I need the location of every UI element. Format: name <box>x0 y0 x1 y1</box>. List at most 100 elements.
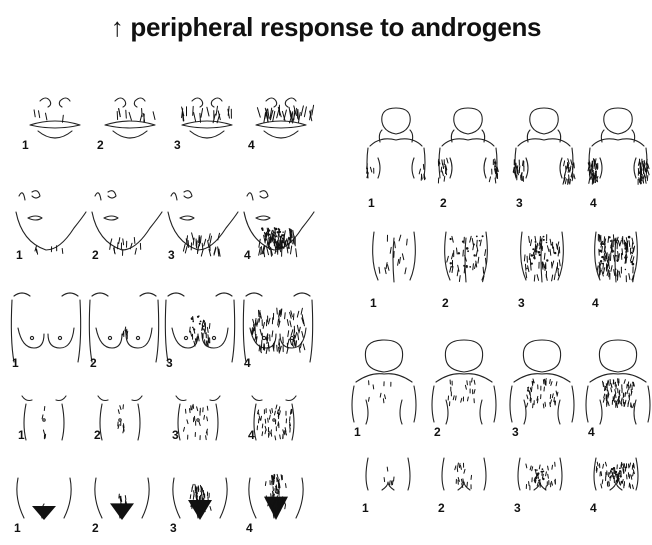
lowerback-grade-2-figure <box>436 456 496 498</box>
chin-grade-label: 4 <box>244 248 251 262</box>
abdomen-hair-illustration <box>16 392 76 444</box>
chest-grade-4-figure <box>242 290 318 364</box>
chest-grade-1-figure <box>10 290 86 364</box>
pubic-grade-1-figure <box>12 468 78 524</box>
pubic-hair-illustration <box>168 468 234 524</box>
upperback-grade-label: 3 <box>512 425 519 439</box>
chest-hair-illustration <box>242 290 318 364</box>
pubic-grade-2-figure <box>90 468 156 524</box>
abdomen-grade-4-figure <box>246 392 306 444</box>
chin-hair-illustration <box>14 188 90 258</box>
upperarm-hair-illustration <box>514 108 576 196</box>
chest-hair-illustration <box>164 290 240 364</box>
thigh-hair-illustration <box>590 230 646 286</box>
abdomen-grade-3-figure <box>170 392 230 444</box>
abdomen-grade-label: 1 <box>18 428 25 442</box>
upperarm-grade-label: 4 <box>590 196 597 210</box>
lip-grade-3-figure <box>172 95 242 153</box>
pubic-grade-label: 4 <box>246 521 253 535</box>
abdomen-hair-illustration <box>246 392 306 444</box>
upperarm-grade-2-figure <box>438 108 500 196</box>
chest-grade-2-figure <box>88 290 164 364</box>
chest-hair-illustration <box>88 290 164 364</box>
lip-grade-label: 1 <box>22 138 29 152</box>
upperback-hair-illustration <box>510 340 578 430</box>
upperback-hair-illustration <box>352 340 420 430</box>
lip-grade-label: 4 <box>248 138 255 152</box>
lowerback-hair-illustration <box>436 456 496 498</box>
lowerback-grade-label: 2 <box>438 501 445 515</box>
chest-hair-illustration <box>10 290 86 364</box>
thigh-grade-1-figure <box>368 230 424 286</box>
thigh-grade-label: 2 <box>442 296 449 310</box>
chin-hair-illustration <box>242 188 318 258</box>
upperback-hair-illustration <box>432 340 500 430</box>
lowerback-hair-illustration <box>588 456 648 498</box>
chin-grade-label: 1 <box>16 248 23 262</box>
upperarm-grade-label: 3 <box>516 196 523 210</box>
lip-grade-1-figure <box>20 95 90 153</box>
lip-hair-illustration <box>246 95 316 153</box>
chin-grade-2-figure <box>90 188 166 258</box>
abdomen-hair-illustration <box>92 392 152 444</box>
abdomen-grade-1-figure <box>16 392 76 444</box>
thigh-hair-illustration <box>516 230 572 286</box>
lip-hair-illustration <box>172 95 242 153</box>
chin-grade-label: 3 <box>168 248 175 262</box>
upperback-grade-3-figure <box>510 340 578 430</box>
lowerback-grade-label: 1 <box>362 501 369 515</box>
chin-grade-3-figure <box>166 188 242 258</box>
lowerback-hair-illustration <box>512 456 572 498</box>
chin-grade-label: 2 <box>92 248 99 262</box>
upperarm-grade-4-figure <box>588 108 650 196</box>
upperarm-hair-illustration <box>438 108 500 196</box>
lip-hair-illustration <box>95 95 165 153</box>
upperback-grade-label: 2 <box>434 425 441 439</box>
lowerback-grade-3-figure <box>512 456 572 498</box>
pubic-grade-3-figure <box>168 468 234 524</box>
lowerback-grade-4-figure <box>588 456 648 498</box>
chin-grade-4-figure <box>242 188 318 258</box>
chest-grade-label: 1 <box>12 356 19 370</box>
upperback-hair-illustration <box>586 340 652 430</box>
upperarm-grade-label: 2 <box>440 196 447 210</box>
upperback-grade-2-figure <box>432 340 500 430</box>
lowerback-grade-1-figure <box>360 456 420 498</box>
thigh-grade-3-figure <box>516 230 572 286</box>
upperback-grade-label: 1 <box>354 425 361 439</box>
pubic-grade-label: 2 <box>92 521 99 535</box>
upperarm-grade-3-figure <box>514 108 576 196</box>
abdomen-grade-label: 2 <box>94 428 101 442</box>
pubic-hair-illustration <box>12 468 78 524</box>
thigh-grade-label: 3 <box>518 296 525 310</box>
chest-grade-label: 2 <box>90 356 97 370</box>
lip-grade-2-figure <box>95 95 165 153</box>
lip-grade-label: 2 <box>97 138 104 152</box>
thigh-grade-2-figure <box>440 230 496 286</box>
upperarm-grade-label: 1 <box>368 196 375 210</box>
pubic-grade-label: 1 <box>14 521 21 535</box>
lowerback-hair-illustration <box>360 456 420 498</box>
lip-hair-illustration <box>20 95 90 153</box>
upperback-grade-label: 4 <box>588 425 595 439</box>
page-title: ↑ peripheral response to androgens <box>0 12 652 43</box>
lip-grade-label: 3 <box>174 138 181 152</box>
abdomen-hair-illustration <box>170 392 230 444</box>
abdomen-grade-2-figure <box>92 392 152 444</box>
chest-grade-3-figure <box>164 290 240 364</box>
lowerback-grade-label: 4 <box>590 501 597 515</box>
upperarm-grade-1-figure <box>366 108 428 196</box>
upperarm-hair-illustration <box>588 108 650 196</box>
thigh-hair-illustration <box>368 230 424 286</box>
pubic-grade-4-figure <box>244 468 310 524</box>
pubic-hair-illustration <box>244 468 310 524</box>
pubic-grade-label: 3 <box>170 521 177 535</box>
chest-grade-label: 4 <box>244 356 251 370</box>
abdomen-grade-label: 4 <box>248 428 255 442</box>
chin-grade-1-figure <box>14 188 90 258</box>
upperarm-hair-illustration <box>366 108 428 196</box>
chin-hair-illustration <box>90 188 166 258</box>
thigh-grade-4-figure <box>590 230 646 286</box>
lip-grade-4-figure <box>246 95 316 153</box>
thigh-grade-label: 1 <box>370 296 377 310</box>
